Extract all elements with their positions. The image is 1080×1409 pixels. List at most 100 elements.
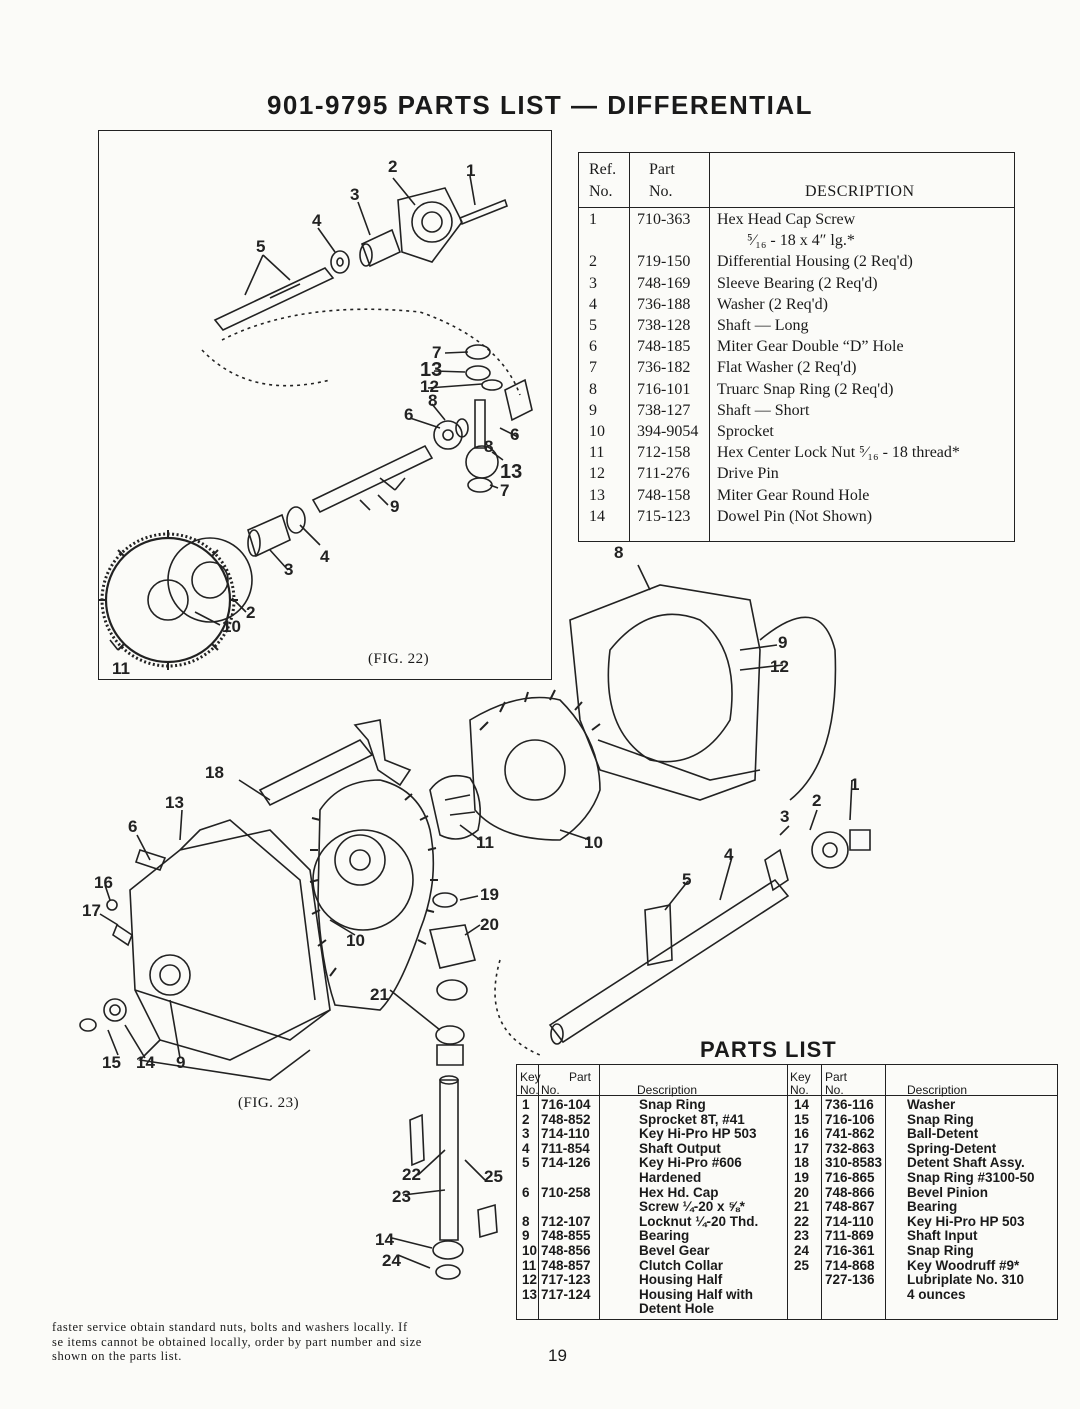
callout: 24 bbox=[382, 1251, 401, 1270]
cell-ref: 13 bbox=[589, 486, 605, 504]
header-part: Part bbox=[569, 1070, 592, 1084]
cell-desc: Housing Half with bbox=[639, 1286, 753, 1302]
cell-part: 748-867 bbox=[825, 1199, 875, 1215]
cell-ref: 2 bbox=[589, 253, 597, 271]
header-key-right: Key bbox=[790, 1070, 811, 1084]
differential-housing-drawing bbox=[397, 187, 463, 263]
cell-ref: 5 bbox=[589, 317, 597, 334]
callout: 10 bbox=[346, 931, 365, 950]
cell-part: 717-123 bbox=[541, 1272, 591, 1288]
header-part-no: No. bbox=[649, 183, 673, 200]
cell-desc: Key Hi-Pro HP 503 bbox=[907, 1213, 1025, 1229]
table-row: Screw ¼-20 x ⅝* bbox=[517, 1200, 1057, 1215]
callout: 12 bbox=[770, 657, 789, 676]
fig22-caption: (FIG. 22) bbox=[368, 651, 430, 667]
cell-ref: 4 bbox=[589, 295, 597, 313]
drive-pin-drawing bbox=[474, 399, 486, 449]
cell-part: 741-862 bbox=[825, 1126, 875, 1142]
cell-part: 738-128 bbox=[637, 317, 691, 334]
key-hipro-drawing bbox=[764, 848, 789, 892]
input-shaft-drawing bbox=[548, 878, 790, 1044]
cell-part: 712-158 bbox=[637, 444, 691, 462]
cell-part: 714-868 bbox=[825, 1257, 875, 1273]
cell-ref: 1 bbox=[589, 211, 597, 228]
fig22-frame bbox=[98, 130, 552, 680]
callout: 16 bbox=[94, 873, 113, 892]
callout: 12 bbox=[420, 377, 439, 396]
callout: 8 bbox=[484, 437, 493, 456]
table-row: 4 ounces bbox=[517, 1286, 1057, 1303]
cell-desc: Washer bbox=[907, 1097, 956, 1112]
cell-key: 11 bbox=[522, 1257, 537, 1273]
washer-drawing bbox=[330, 250, 350, 274]
transmission-parts-table: Key No. Part No. Description Key No. Par… bbox=[516, 1064, 1058, 1320]
callout-labels: 2 1 3 4 5 7 13 12 8 6 6 8 13 7 9 4 3 2 1… bbox=[82, 157, 859, 1270]
cell-desc: Flat Washer (2 Req'd) bbox=[717, 359, 857, 377]
cell-desc: Lubriplate No. 310 bbox=[907, 1272, 1025, 1288]
cell-part: 736-116 bbox=[825, 1097, 874, 1112]
callout: 13 bbox=[500, 461, 522, 483]
bevel-gear-large-drawing bbox=[469, 696, 601, 841]
cell-part: 716-106 bbox=[825, 1111, 875, 1127]
cell-part: 711-276 bbox=[637, 465, 690, 483]
cell-desc: 4 ounces bbox=[907, 1286, 966, 1302]
cell-part: 732-863 bbox=[825, 1140, 875, 1156]
table-row: Detent Hole bbox=[517, 1302, 1057, 1317]
cell-part: 716-865 bbox=[825, 1170, 875, 1185]
header-ref-no: No. bbox=[589, 183, 613, 200]
header-key-no: No. bbox=[520, 1083, 539, 1097]
cell-desc: Bearing bbox=[639, 1228, 690, 1244]
cell-part: 748-185 bbox=[637, 338, 691, 356]
cell-desc: Screw ¼-20 x ⅝* bbox=[639, 1199, 745, 1215]
header-part-right: Part bbox=[825, 1070, 848, 1084]
cell-key: 19 bbox=[794, 1170, 810, 1185]
cell-desc: Snap Ring #3100-50 bbox=[907, 1170, 1035, 1185]
cell-desc: Washer (2 Req'd) bbox=[717, 295, 828, 313]
callout: 2 bbox=[246, 603, 255, 622]
cell-ref: 6 bbox=[589, 338, 597, 356]
cell-part: 714-126 bbox=[541, 1155, 591, 1171]
cell-desc: Detent Shaft Assy. bbox=[907, 1155, 1025, 1171]
header-description: Description bbox=[637, 1083, 698, 1097]
cell-desc: Snap Ring bbox=[639, 1097, 706, 1112]
callout: 23 bbox=[392, 1187, 411, 1206]
page-title: 901-9795 PARTS LIST — DIFFERENTIAL bbox=[266, 90, 814, 120]
callout: 7 bbox=[500, 481, 509, 500]
housing-half-detent-drawing bbox=[569, 584, 761, 801]
callout: 9 bbox=[778, 633, 787, 652]
cell-desc: Snap Ring bbox=[907, 1243, 974, 1258]
cell-ref: 9 bbox=[589, 401, 597, 419]
cell-part: 738-127 bbox=[637, 401, 691, 419]
long-shaft-drawing bbox=[213, 267, 335, 331]
callout: 14 bbox=[136, 1053, 155, 1072]
cell-key: 12 bbox=[522, 1272, 538, 1288]
cell-key: 23 bbox=[794, 1228, 810, 1244]
housing-half-drawing bbox=[129, 829, 331, 1061]
cell-part: 748-158 bbox=[637, 486, 691, 504]
cell-desc: Hex Head Cap Screw bbox=[717, 211, 856, 228]
cell-part: 748-169 bbox=[637, 274, 691, 292]
cell-desc: Spring-Detent bbox=[907, 1140, 997, 1156]
callout: 11 bbox=[476, 833, 494, 852]
cell-desc: Sprocket 8T, #41 bbox=[639, 1111, 745, 1127]
cell-ref: 10 bbox=[589, 423, 605, 440]
callout: 25 bbox=[484, 1167, 503, 1186]
cell-key: 3 bbox=[522, 1126, 530, 1142]
short-shaft-drawing bbox=[311, 444, 434, 514]
cell-desc: Sleeve Bearing (2 Req'd) bbox=[717, 274, 878, 292]
